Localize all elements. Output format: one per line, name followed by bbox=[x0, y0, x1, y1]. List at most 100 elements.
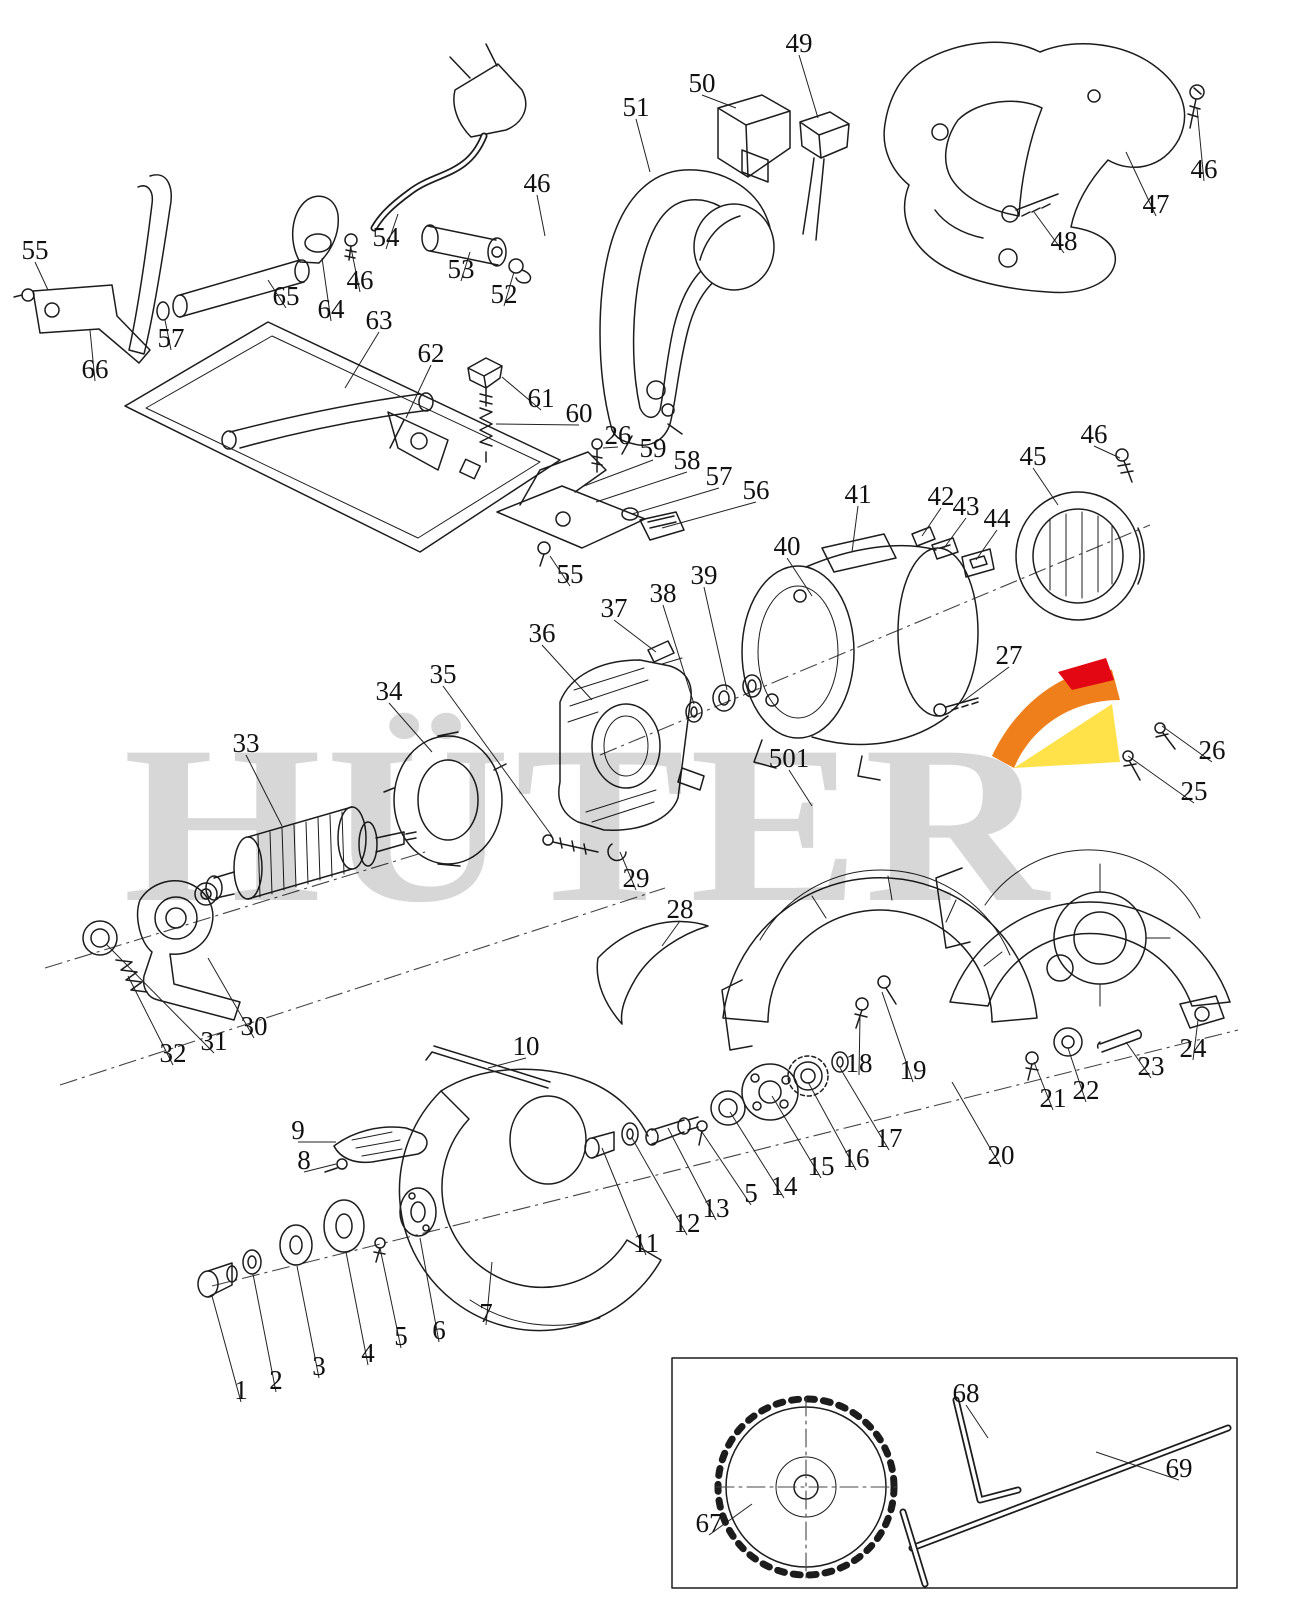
pin-23 bbox=[1096, 1029, 1142, 1053]
leader-line bbox=[961, 666, 1010, 703]
lower-guard bbox=[324, 1045, 662, 1332]
leader-line bbox=[708, 1503, 753, 1536]
part-label-17: 17 bbox=[876, 1123, 903, 1153]
logo-swoosh-yellow bbox=[1014, 704, 1120, 768]
stator bbox=[558, 640, 705, 831]
leader-line bbox=[296, 1265, 320, 1379]
screw-5 bbox=[374, 1237, 386, 1249]
screw-48 bbox=[1001, 205, 1019, 223]
part-label-4: 4 bbox=[361, 1338, 375, 1368]
part-label-6: 6 bbox=[432, 1315, 446, 1345]
part-label-28: 28 bbox=[667, 894, 694, 924]
lock-lever bbox=[639, 511, 685, 541]
part-label-68: 68 bbox=[953, 1378, 980, 1408]
leader-line bbox=[881, 991, 914, 1083]
leader-line bbox=[303, 1163, 337, 1173]
part-label-1: 1 bbox=[234, 1375, 248, 1405]
leader-line bbox=[613, 619, 657, 653]
leader-line bbox=[541, 644, 593, 701]
leader-line bbox=[631, 487, 720, 515]
part-label-12: 12 bbox=[674, 1208, 701, 1238]
bearing-bracket-30 bbox=[136, 880, 241, 1021]
part-label-10: 10 bbox=[513, 1031, 540, 1061]
leader-line bbox=[662, 604, 695, 705]
part-label-5: 5 bbox=[394, 1321, 408, 1351]
screw-18 bbox=[855, 997, 869, 1011]
part-label-55: 55 bbox=[22, 235, 49, 265]
part-label-15: 15 bbox=[808, 1151, 835, 1181]
leader-line bbox=[127, 975, 174, 1066]
leader-line bbox=[1033, 1061, 1054, 1111]
part-label-23: 23 bbox=[1138, 1051, 1165, 1081]
leader-line bbox=[245, 754, 283, 827]
flange-6 bbox=[399, 1187, 437, 1237]
leader-line bbox=[252, 1273, 277, 1393]
part-label-16: 16 bbox=[843, 1143, 870, 1173]
upper-guard bbox=[721, 869, 1038, 1051]
leader-line bbox=[701, 1131, 752, 1206]
leader-line bbox=[1125, 1041, 1152, 1079]
spring bbox=[479, 407, 493, 463]
part-label-29: 29 bbox=[623, 863, 650, 893]
part-label-59: 59 bbox=[640, 433, 667, 463]
screw-26 bbox=[1154, 722, 1166, 734]
part-label-39: 39 bbox=[691, 560, 718, 590]
flange-3 bbox=[279, 1224, 313, 1266]
part-label-40: 40 bbox=[774, 531, 801, 561]
part-label-2: 2 bbox=[269, 1365, 283, 1395]
leader-line bbox=[1032, 467, 1059, 506]
rear-housing bbox=[883, 41, 1205, 294]
part-label-5: 5 bbox=[744, 1178, 758, 1208]
leader-line bbox=[1067, 1047, 1087, 1103]
part-label-37: 37 bbox=[601, 593, 628, 623]
leader-line bbox=[858, 1015, 861, 1076]
part-label-45: 45 bbox=[1020, 441, 1047, 471]
part-label-64: 64 bbox=[318, 294, 346, 324]
part-label-49: 49 bbox=[786, 28, 813, 58]
logo-swoosh-orange bbox=[992, 669, 1120, 768]
leader-line bbox=[729, 1111, 785, 1199]
part-label-26: 26 bbox=[1199, 735, 1226, 765]
switch bbox=[717, 94, 791, 183]
part-label-18: 18 bbox=[846, 1048, 873, 1078]
blade-clamp-parts bbox=[197, 1187, 437, 1298]
lead-terminal bbox=[647, 640, 675, 663]
front-handle bbox=[599, 169, 775, 455]
leader-line bbox=[807, 1081, 857, 1171]
leader-line bbox=[1196, 107, 1205, 182]
leader-line bbox=[350, 247, 361, 293]
logo-swoosh-red bbox=[1058, 658, 1114, 690]
part-label-61: 61 bbox=[528, 383, 555, 413]
power-cord-assembly bbox=[370, 43, 532, 284]
leader-line bbox=[701, 94, 737, 109]
screw-8 bbox=[336, 1158, 348, 1170]
rip-fence bbox=[899, 1424, 1232, 1588]
leader-line bbox=[798, 54, 819, 119]
part-label-26: 26 bbox=[605, 420, 632, 450]
leader-line bbox=[321, 257, 332, 322]
leader-line bbox=[583, 459, 654, 487]
part-label-63: 63 bbox=[366, 305, 393, 335]
shaft-washers bbox=[685, 674, 762, 723]
part-label-66: 66 bbox=[82, 354, 109, 384]
leader-line bbox=[345, 1251, 369, 1366]
fan-baffle bbox=[383, 731, 627, 867]
screw-27 bbox=[933, 703, 947, 717]
leader-line bbox=[487, 1057, 527, 1069]
part-label-56: 56 bbox=[743, 475, 770, 505]
part-label-42: 42 bbox=[928, 481, 955, 511]
leader-line bbox=[344, 331, 380, 389]
brush-holder-44 bbox=[961, 548, 995, 578]
leader-line bbox=[1095, 1451, 1180, 1481]
part-label-43: 43 bbox=[953, 491, 980, 521]
leader-line bbox=[501, 376, 542, 411]
leader-line bbox=[786, 557, 813, 597]
part-label-7: 7 bbox=[479, 1298, 493, 1328]
part-label-44: 44 bbox=[984, 503, 1012, 533]
part-label-55: 55 bbox=[557, 559, 584, 589]
leader-line bbox=[635, 118, 651, 173]
part-label-34: 34 bbox=[376, 676, 404, 706]
leader-line bbox=[703, 586, 728, 691]
screw-19 bbox=[877, 975, 891, 989]
